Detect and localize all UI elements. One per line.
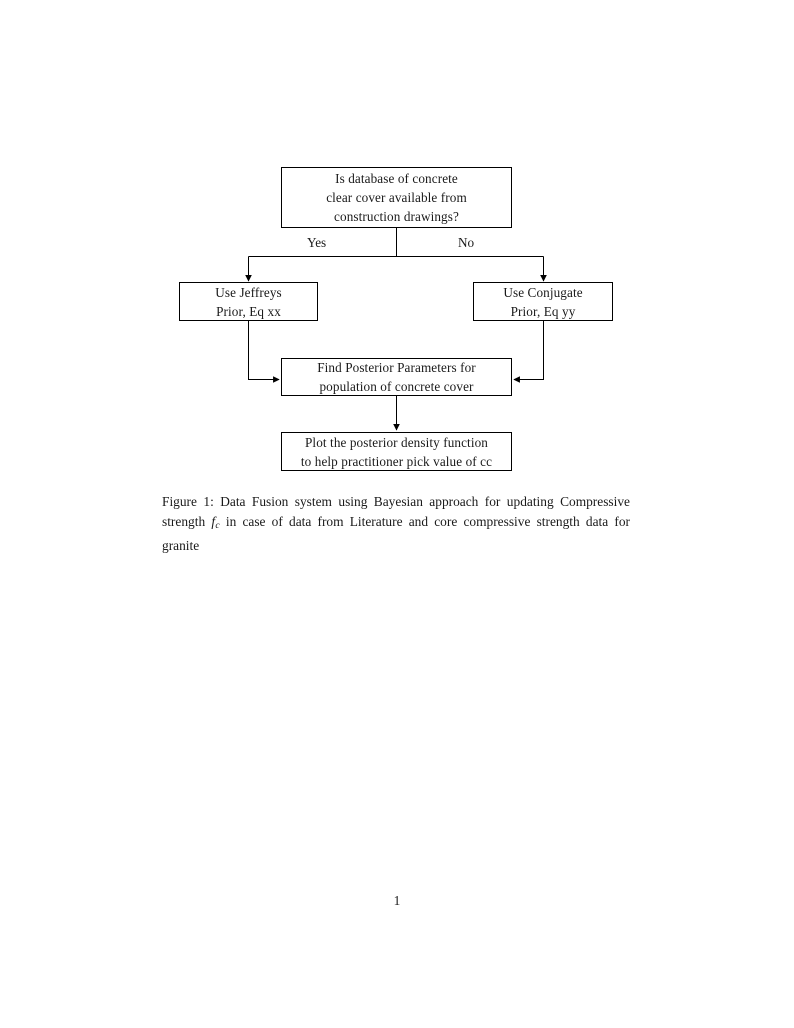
edge-label-yes: Yes [307, 235, 327, 250]
caption-label: Figure 1: [162, 494, 214, 509]
node-posterior-line-1: Find Posterior Parameters for [317, 360, 476, 375]
node-question-line-2: clear cover available from [326, 190, 467, 205]
edge-label-no: No [458, 235, 475, 250]
flowchart-node-find-posterior: Find Posterior Parameters for population… [281, 358, 512, 396]
node-conjugate-line-1: Use Conjugate [503, 284, 583, 300]
caption-math-variable: f [211, 513, 216, 529]
flowchart-node-jeffreys-prior: Use Jeffreys Prior, Eq xx [179, 282, 318, 321]
node-question-line-1: Is database of concrete [335, 171, 458, 186]
node-plot-line-1: Plot the posterior density function [305, 434, 488, 450]
node-jeffreys-line-2: Prior, Eq xx [216, 303, 281, 319]
flowchart-node-question: Is database of concrete clear cover avai… [281, 167, 512, 228]
node-question-line-3: construction drawings? [334, 209, 459, 224]
edge-jeffreys-to-posterior [247, 321, 280, 383]
caption-text-part-2: in case of data from Literature and core… [162, 513, 631, 553]
node-posterior-line-2: population of concrete cover [319, 379, 474, 394]
flowchart-node-conjugate-prior: Use Conjugate Prior, Eq yy [473, 282, 613, 321]
node-plot-line-2: to help practitioner pick value of cc [300, 453, 493, 469]
caption-math-subscript: c [215, 519, 220, 531]
page-number: 1 [393, 893, 401, 908]
flowchart-node-plot-density: Plot the posterior density function to h… [281, 432, 512, 471]
node-jeffreys-line-1: Use Jeffreys [215, 284, 282, 300]
flowchart-connectors [245, 228, 547, 431]
edge-conjugate-to-posterior [513, 321, 545, 383]
figure-caption: Figure 1: Data Fusion system using Bayes… [162, 492, 630, 555]
figure-flowchart: Is database of concrete clear cover avai… [0, 0, 794, 490]
caption-text-part-1: Data Fusion system using Bayesian approa… [162, 494, 630, 529]
node-conjugate-line-2: Prior, Eq yy [510, 303, 576, 319]
